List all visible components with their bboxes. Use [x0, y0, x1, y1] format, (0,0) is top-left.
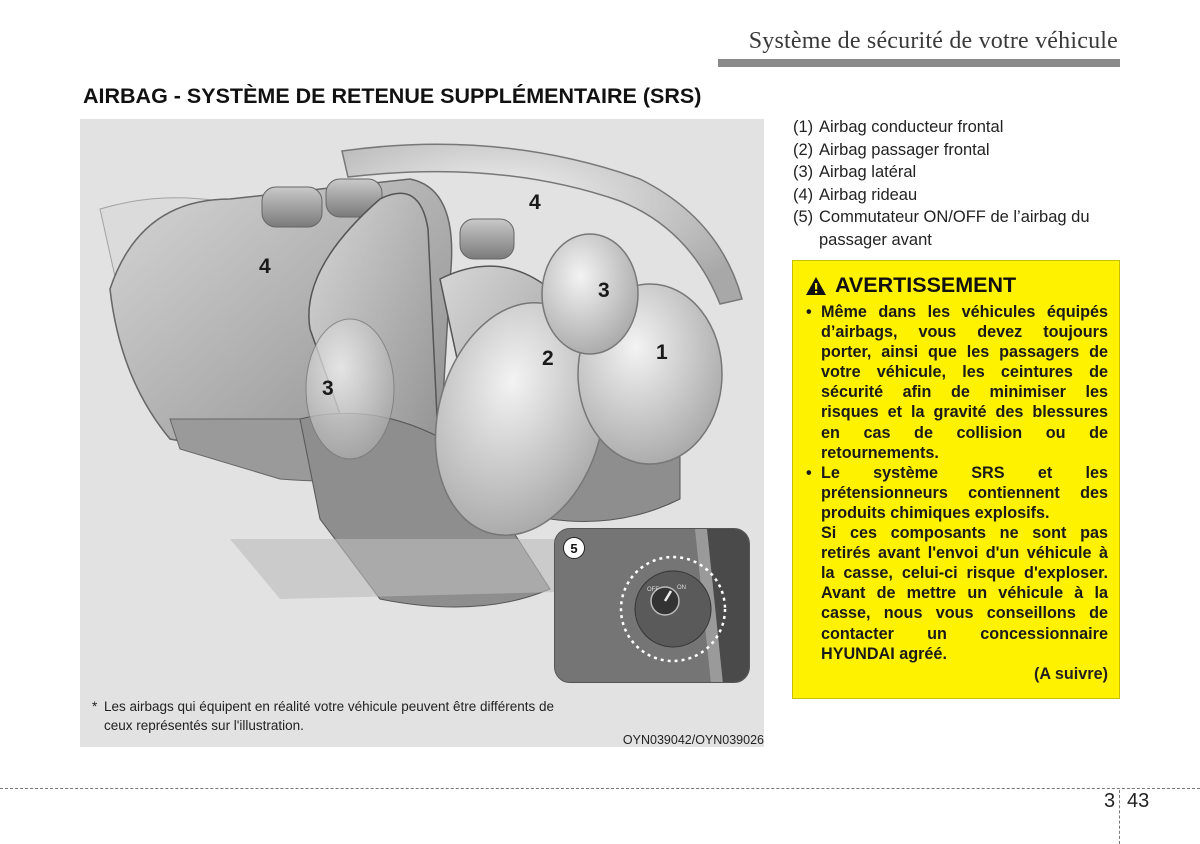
warning-header: AVERTISSEMENT — [805, 273, 1108, 298]
airbag-illustration: 4 4 3 3 2 1 OFF ON 5 * Les airbags qui é… — [80, 119, 764, 747]
warning-item-text: Même dans les véhicules équipés d’airbag… — [821, 303, 1108, 462]
warning-item: • Même dans les véhicules équipés d’airb… — [805, 302, 1108, 463]
legend-text: Airbag conducteur frontal — [819, 118, 1004, 136]
legend-item: (3) Airbag latéral — [793, 161, 1123, 184]
page-number: 43 — [1127, 790, 1150, 812]
legend-text: Commutateur ON/OFF de l’airbag du passag… — [819, 208, 1090, 249]
legend-num: (4) — [793, 185, 814, 204]
legend-text: Airbag rideau — [819, 185, 918, 204]
callout-2: 2 — [542, 347, 554, 370]
footnote-mark: * — [92, 699, 98, 714]
callout-3-rear: 3 — [322, 377, 334, 400]
airbag-switch-inset: OFF ON 5 — [554, 528, 750, 683]
running-header: Système de sécurité de votre véhicule — [748, 28, 1118, 54]
section-title: AIRBAG - SYSTÈME DE RETENUE SUPPLÉMENTAI… — [83, 84, 702, 108]
warning-title: AVERTISSEMENT — [835, 273, 1017, 297]
warning-list: • Même dans les véhicules équipés d’airb… — [805, 302, 1108, 664]
legend-item: (4) Airbag rideau — [793, 184, 1123, 207]
callout-1: 1 — [656, 341, 668, 364]
legend-text: Airbag passager frontal — [819, 140, 990, 159]
bullet: • — [806, 463, 812, 482]
callout-4-rear: 4 — [259, 255, 271, 278]
airbag-switch-drawing: OFF ON — [555, 529, 749, 682]
switch-label-on: ON — [677, 585, 686, 591]
seats-airbags-drawing — [99, 143, 743, 608]
warning-triangle-icon — [806, 276, 826, 295]
warning-box: AVERTISSEMENT • Même dans les véhicules … — [792, 260, 1120, 699]
legend-item: (2) Airbag passager frontal — [793, 139, 1123, 162]
switch-label-off: OFF — [647, 587, 659, 593]
footnote-text: Les airbags qui équipent en réalité votr… — [104, 699, 555, 733]
figure-footnote: * Les airbags qui équipent en réalité vo… — [92, 697, 572, 735]
chapter-number: 3 — [1104, 790, 1116, 812]
callout-5: 5 — [563, 537, 585, 559]
legend-item: (1) Airbag conducteur frontal — [793, 116, 1123, 139]
legend-num: (5) — [793, 208, 814, 226]
continued-note: (A suivre) — [1033, 664, 1108, 683]
figure-code: OYN039042/OYN039026 — [622, 733, 764, 747]
warning-item-text: Le système SRS et les prétensionneurs co… — [821, 463, 1108, 522]
airbag-legend: (1) Airbag conducteur frontal (2) Airbag p… — [793, 116, 1123, 251]
warning-item-text: Si ces composants ne sont pas retirés av… — [821, 524, 1108, 663]
footer-rule — [0, 788, 1200, 789]
legend-num: (3) — [793, 163, 814, 181]
bullet: • — [806, 303, 812, 321]
header-rule — [718, 59, 1120, 67]
callout-3-front: 3 — [598, 279, 610, 302]
callout-4-front: 4 — [529, 191, 541, 214]
legend-item: (5) Commutateur ON/OFF de l’airbag du pas… — [793, 206, 1123, 251]
legend-text: Airbag latéral — [819, 163, 917, 181]
legend-num: (1) — [793, 118, 814, 136]
page-number-separator — [1119, 790, 1120, 844]
legend-num: (2) — [793, 140, 814, 159]
warning-item: • Le système SRS et les prétensionneurs … — [805, 463, 1108, 664]
